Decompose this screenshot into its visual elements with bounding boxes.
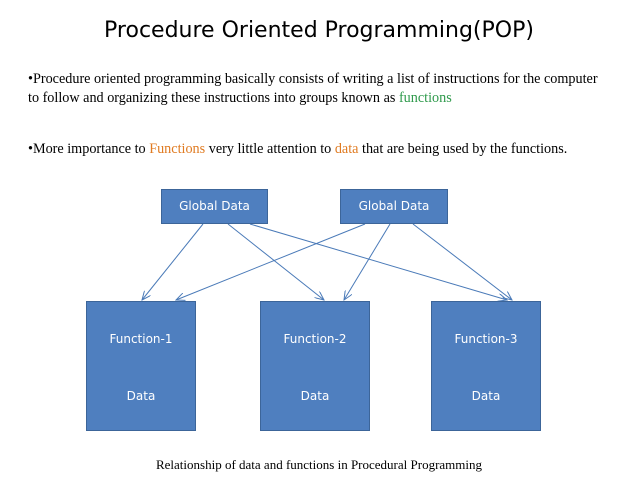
slide-title: Procedure Oriented Programming(POP)	[104, 18, 534, 43]
function-data: Data	[300, 389, 330, 403]
arrow-global1-to-function2	[227, 223, 324, 300]
paragraph-text-2: very little attention to	[205, 141, 335, 157]
diagram-caption: Relationship of data and functions in Pr…	[155, 457, 482, 472]
function-box-1: Function-1 Data	[86, 301, 196, 431]
function-data: Data	[471, 389, 501, 403]
function-box-2: Function-2 Data	[260, 301, 370, 431]
paragraph-pop-importance: •More importance to Functions very littl…	[28, 140, 608, 159]
arrow-global2-to-function3	[412, 223, 512, 300]
arrow-global1-to-function3	[249, 223, 507, 300]
global-data-box-1: Global Data	[161, 189, 268, 224]
function-name: Function-3	[454, 332, 518, 346]
function-name: Function-2	[283, 332, 347, 346]
highlight-data-word: data	[334, 141, 359, 157]
function-data: Data	[126, 389, 156, 403]
paragraph-text: •Procedure oriented programming basicall…	[28, 71, 598, 106]
global-data-box-2: Global Data	[340, 189, 448, 224]
highlight-functions-word: Functions	[149, 141, 206, 157]
function-box-3: Function-3 Data	[431, 301, 541, 431]
paragraph-pop-definition: •Procedure oriented programming basicall…	[28, 70, 608, 108]
paragraph-text-1: •More importance to	[28, 141, 150, 157]
arrow-global1-to-function1	[142, 223, 204, 300]
arrow-global2-to-function2	[344, 223, 391, 300]
arrow-global2-to-function1	[176, 223, 366, 300]
function-name: Function-1	[109, 332, 173, 346]
paragraph-text-3: that are being used by the functions.	[358, 141, 568, 157]
highlight-functions: functions	[398, 90, 452, 106]
